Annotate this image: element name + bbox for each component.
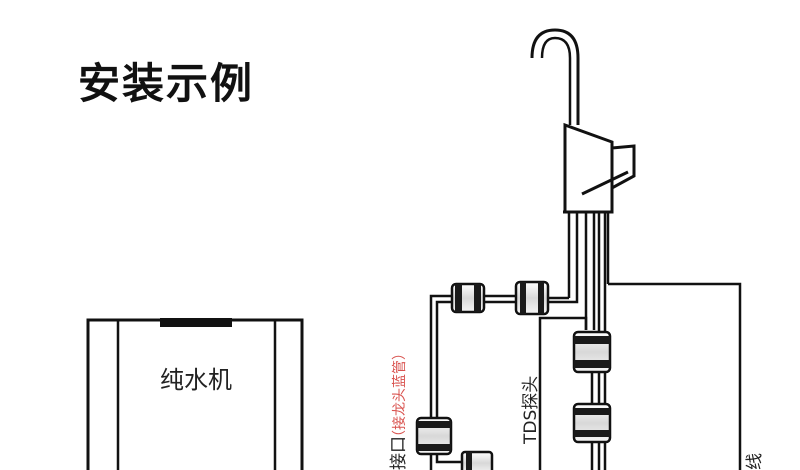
tube-seg-b <box>548 298 579 304</box>
fitting-collar-left <box>455 284 462 312</box>
wire-label: 线 <box>745 453 765 470</box>
inlet-port-label: 接口 <box>389 436 409 470</box>
fitting-lower-left <box>415 416 494 470</box>
fitting-collar-bottom <box>417 444 451 451</box>
fitting-outlet <box>429 454 462 470</box>
tube-seg-e <box>429 294 452 418</box>
fitting-upper-right <box>514 280 550 316</box>
fitting-elbow-collar <box>466 452 472 470</box>
faucet-spout-outer <box>530 28 580 125</box>
purifier-body <box>86 318 304 470</box>
tds-probe-label: TDS探头 <box>521 376 541 445</box>
fitting-collar-right <box>474 284 481 312</box>
wire-line <box>608 282 742 470</box>
fitting-mid-right-1 <box>572 330 612 374</box>
fitting-mid-right-2 <box>572 372 612 470</box>
faucet-body <box>563 122 614 214</box>
faucet-spout-inner <box>540 36 572 125</box>
tds-probe-line <box>538 316 588 470</box>
faucet-handle <box>610 144 636 191</box>
blue-tube-route <box>429 294 579 418</box>
page-title: 安装示例 <box>78 59 255 108</box>
fitting-collar-bottom <box>574 430 610 437</box>
fitting-upper-left <box>450 282 486 314</box>
purifier-machine: 纯水机 <box>86 318 304 470</box>
fitting-collar-right <box>538 282 544 314</box>
fitting-collar-top <box>574 408 610 415</box>
fitting-collar-bottom <box>574 360 610 368</box>
fitting-collar-top <box>574 336 610 344</box>
faucet-lever <box>581 170 629 196</box>
purifier-top-slot <box>160 318 232 327</box>
purifier-label: 纯水机 <box>160 366 232 394</box>
faucet-icon <box>530 28 636 214</box>
tube-seg-f <box>435 300 452 418</box>
inlet-note-label: （接龙头蓝管） <box>391 346 408 444</box>
fitting-collar-left <box>520 282 526 314</box>
fitting-collar-top <box>417 421 451 428</box>
